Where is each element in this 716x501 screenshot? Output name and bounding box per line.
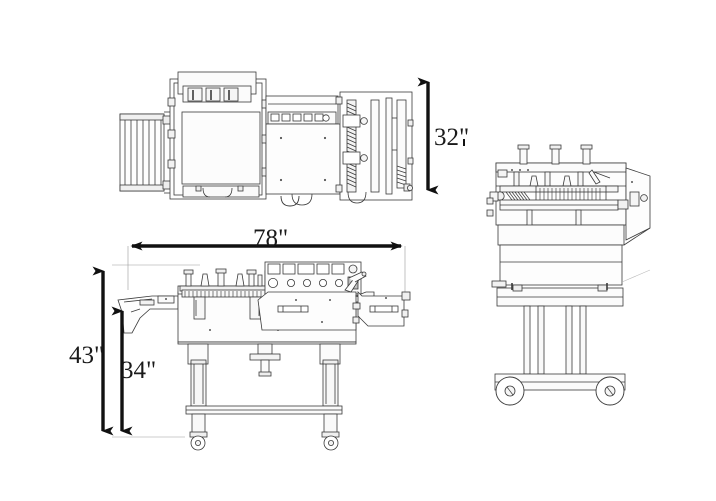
side-view-stand xyxy=(494,283,626,406)
front-view-infeed-arm xyxy=(117,295,179,334)
dimension-label-length: 78" xyxy=(253,225,289,252)
front-view-outfeed-arm xyxy=(344,271,411,327)
dimension-label-height: 43" xyxy=(69,342,105,369)
top-view-main-body xyxy=(167,71,300,207)
top-view xyxy=(119,71,414,207)
side-view-cabinet xyxy=(491,224,651,288)
dimension-label-conveyor-height: 34" xyxy=(121,357,157,384)
front-view-outfeed-housing xyxy=(257,291,357,331)
top-view-roller-conveyor xyxy=(119,111,172,194)
top-view-shaft-assembly xyxy=(335,91,414,204)
front-view-stand xyxy=(185,343,343,451)
front-view-guide-posts xyxy=(183,266,273,287)
front-view xyxy=(112,246,411,451)
top-view-control-console xyxy=(265,95,341,206)
side-view xyxy=(486,144,651,406)
side-view-housing xyxy=(486,144,651,241)
dimension-label-depth: 32" xyxy=(434,124,470,151)
dimension-lines xyxy=(92,77,439,436)
